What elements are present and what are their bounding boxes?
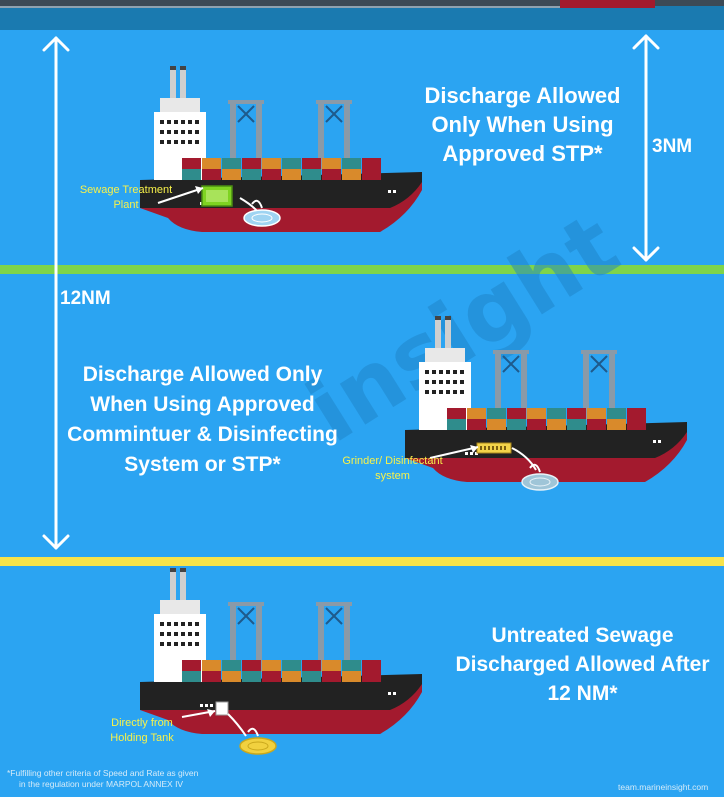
heading-line: Discharged Allowed After xyxy=(455,653,710,676)
footnote-line: *Fulfilling other criteria of Speed and … xyxy=(7,768,199,778)
discharge-line xyxy=(511,447,537,471)
pointer-head xyxy=(207,709,215,717)
label-line: Grinder/ Disinfectant xyxy=(342,455,443,467)
divider-3nm xyxy=(0,265,724,274)
sewage-plant-label: Sewage Treatment Plant xyxy=(62,183,190,213)
heading-line: Untreated Sewage xyxy=(491,624,674,647)
heading-line: Only When Using xyxy=(431,112,614,137)
distance-3nm: 3NM xyxy=(652,136,693,157)
discharge-puddle-icon xyxy=(243,199,281,227)
zone-near-heading: Discharge Allowed Only When Using Approv… xyxy=(405,81,640,168)
dock-edge xyxy=(0,6,560,8)
heading-line: Discharge Allowed Only xyxy=(82,363,323,386)
footnote: *Fulfilling other criteria of Speed and … xyxy=(7,768,237,790)
ship-icon xyxy=(140,568,422,734)
heading-line: Discharge Allowed xyxy=(424,83,621,108)
distance-12nm: 12NM xyxy=(60,288,111,309)
label-line: Plant xyxy=(113,199,139,211)
heading-line: Approved STP* xyxy=(442,141,603,166)
heading-line: 12 NM* xyxy=(547,682,618,705)
grinder-icon xyxy=(476,442,512,454)
zone-far-heading: Untreated Sewage Discharged Allowed Afte… xyxy=(445,621,720,708)
pointer-head xyxy=(195,186,203,194)
label-line: Holding Tank xyxy=(110,732,174,744)
divider-12nm xyxy=(0,557,724,566)
pointer-line xyxy=(157,187,204,204)
heading-line: Commintuer & Disinfecting xyxy=(67,423,338,446)
discharge-puddle-icon xyxy=(521,463,559,491)
dock-strip xyxy=(0,0,724,6)
ship-icon xyxy=(140,66,422,232)
credit-text: team.marineinsight.com xyxy=(618,782,709,792)
hull-fragment xyxy=(560,0,655,8)
holding-tank-icon xyxy=(215,701,229,716)
double-arrow-icon xyxy=(42,36,70,550)
discharge-line xyxy=(227,713,247,737)
heading-line: System or STP* xyxy=(124,453,281,476)
holding-tank-label: Directly from Holding Tank xyxy=(98,716,186,746)
footnote-line: in the regulation under MARPOL ANNEX IV xyxy=(19,779,184,789)
label-line: system xyxy=(375,470,410,482)
label-line: Directly from xyxy=(111,717,173,729)
zone-middle-heading: Discharge Allowed Only When Using Approv… xyxy=(55,360,350,480)
double-arrow-icon xyxy=(632,34,660,262)
pointer-line xyxy=(429,446,479,459)
label-line: Sewage Treatment xyxy=(79,184,173,196)
sewage-plant-icon xyxy=(201,185,233,207)
pointer-head xyxy=(470,445,478,453)
grinder-label: Grinder/ Disinfectant system xyxy=(330,454,455,484)
top-banner xyxy=(0,0,724,30)
heading-line: When Using Approved xyxy=(90,393,315,416)
discharge-puddle-icon xyxy=(239,727,277,755)
